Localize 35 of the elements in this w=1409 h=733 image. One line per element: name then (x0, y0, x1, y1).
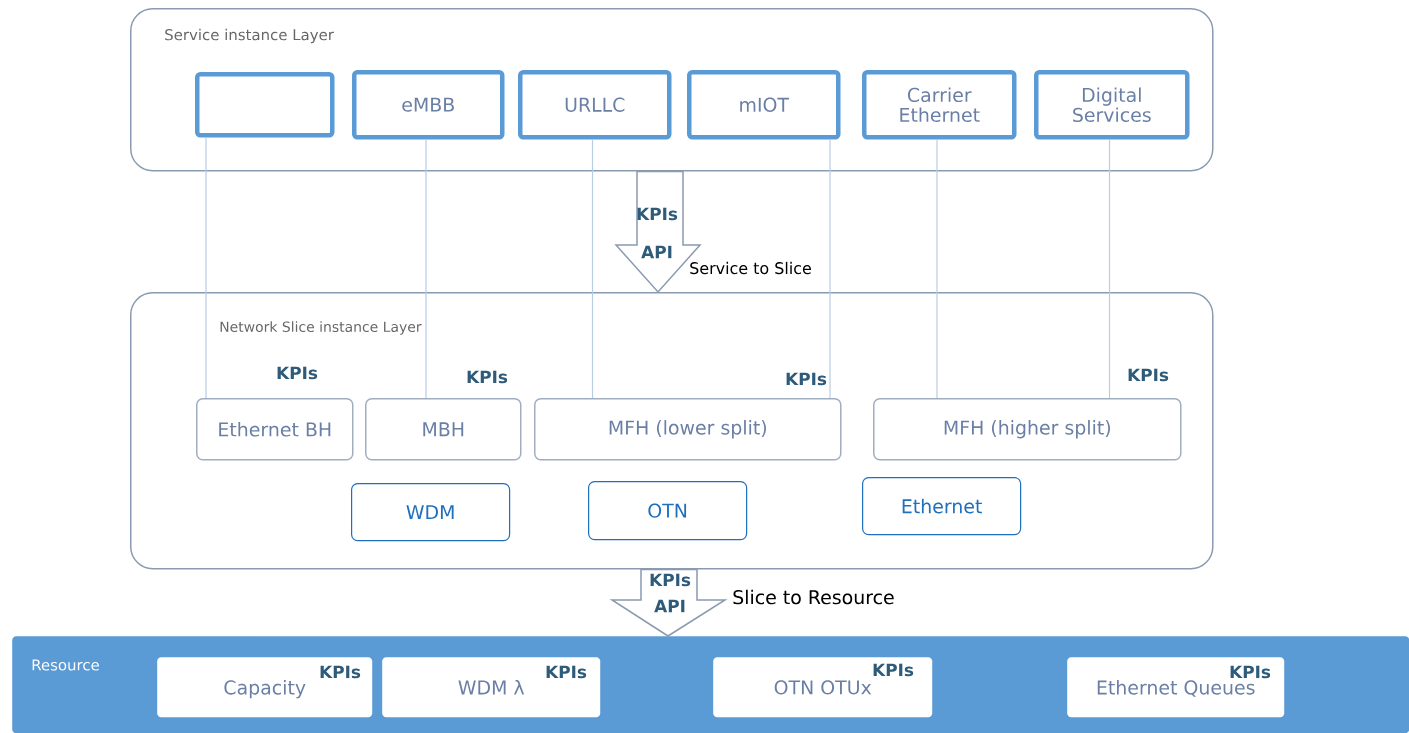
connector-line (425, 138, 427, 399)
connector-line (205, 136, 207, 399)
connector-line (936, 138, 938, 399)
connector-line (829, 138, 831, 399)
block-arrow (614, 170, 702, 294)
technology-box: Ethernet (862, 477, 1022, 536)
kpi-label: KPIs (467, 370, 508, 384)
kpi-label: KPIs (277, 366, 318, 380)
connector-line (1108, 138, 1111, 399)
kpi-label: KPIs (637, 207, 678, 221)
slice-box: MFH (higher split) (873, 398, 1182, 461)
kpi-label: KPIs (1230, 665, 1271, 679)
service-box: Carrier Ethernet (862, 70, 1017, 140)
slice-box: MFH (lower split) (534, 398, 842, 461)
slice-box: Ethernet BH (196, 398, 354, 461)
block-arrow (609, 568, 728, 637)
technology-box: OTN (588, 481, 748, 541)
technology-box: WDM (351, 483, 511, 542)
kpi-label: KPIs (650, 573, 691, 587)
edge-label: Slice to Resource (731, 588, 896, 606)
edge-label: Service to Slice (688, 260, 813, 276)
service-box (195, 72, 335, 138)
kpi-label: KPIs (320, 665, 361, 679)
kpi-label: KPIs (546, 665, 587, 679)
connector-line (591, 138, 594, 399)
slice-box: MBH (365, 398, 522, 461)
kpi-label: API (654, 599, 685, 613)
kpi-label: API (641, 245, 672, 259)
service-box: Digital Services (1034, 70, 1190, 140)
service-box: eMBB (352, 70, 505, 140)
kpi-label: KPIs (873, 663, 914, 677)
kpi-label: KPIs (786, 372, 827, 386)
kpi-label: KPIs (1128, 368, 1169, 382)
service-box: URLLC (518, 70, 672, 140)
service-box: mIOT (687, 70, 841, 140)
